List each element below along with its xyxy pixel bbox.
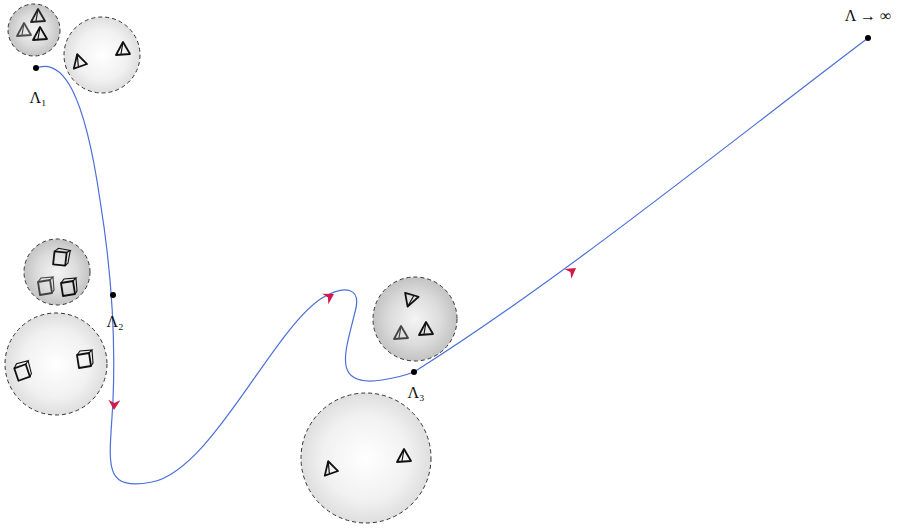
lattice-icons [13,9,433,476]
flow-arrowheads [108,263,580,410]
scale-label: Λ₂ [106,314,123,330]
scale-label: Λ₃ [407,385,424,401]
scale-label: Λ₁ [29,90,46,106]
region-circles [5,4,457,523]
scale-points [33,35,871,375]
scale-label: Λ → ∞ [845,8,892,24]
flow-curve [36,38,868,484]
